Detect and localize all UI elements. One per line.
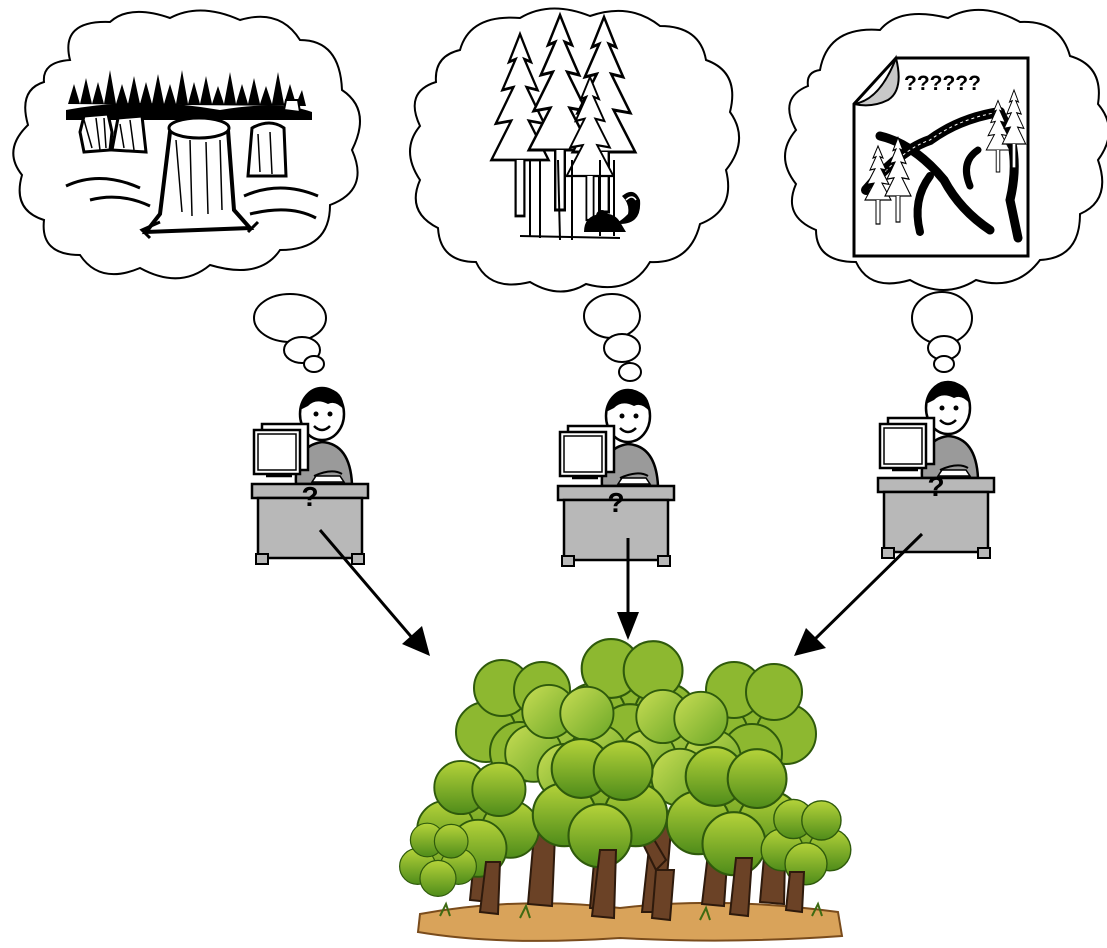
old-growth-trees-squirrel-icon (489, 13, 641, 241)
worker-at-desk-3: ? (876, 380, 996, 560)
thought-bubble-clearcut (12, 9, 361, 373)
thought-bubble-map: ?????? (784, 8, 1107, 373)
arrow-left (318, 529, 430, 656)
forest-trees-icon (399, 638, 852, 942)
arrows (318, 529, 924, 656)
clearcut-stumps-icon (65, 70, 319, 240)
thought-trail-small (303, 355, 325, 373)
thought-trail-large (253, 293, 327, 343)
desk-question-mark: ? (607, 487, 624, 518)
thought-trail-small (933, 355, 955, 373)
desk-question-mark: ? (301, 481, 318, 512)
thought-trail-large (583, 293, 641, 339)
thought-trail-medium (603, 333, 641, 363)
worker-at-desk-2: ? (556, 388, 676, 568)
desk-question-mark: ? (927, 471, 944, 502)
document-text: ?????? (904, 72, 981, 95)
document-map-icon: ?????? (852, 54, 1030, 258)
thought-trail-small (618, 362, 642, 382)
arrow-right (794, 532, 924, 656)
arrow-center (617, 538, 639, 640)
worker-at-desk-1: ? (250, 386, 370, 566)
thought-bubble-old-growth (409, 7, 741, 382)
